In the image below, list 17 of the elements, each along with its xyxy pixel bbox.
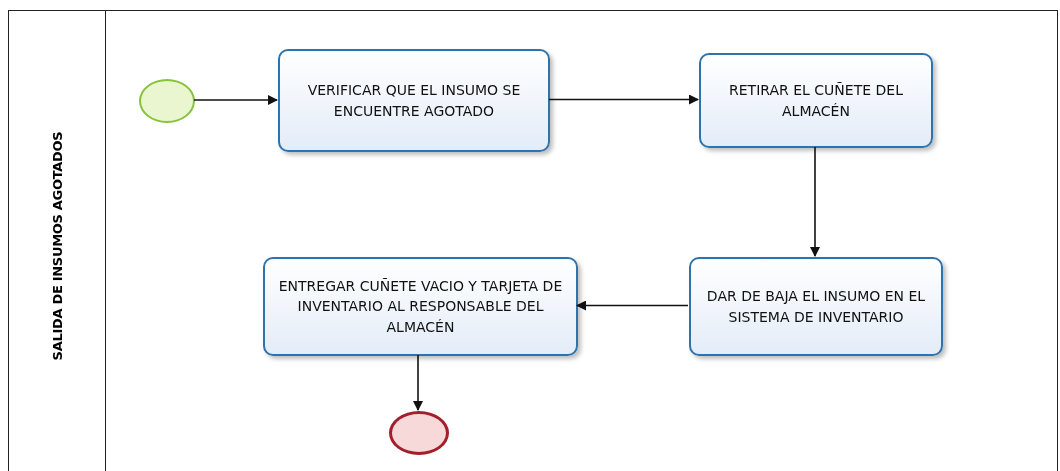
arrow [576, 300, 689, 311]
task-box [699, 53, 933, 148]
start-event-circle [139, 79, 195, 123]
arrow [193, 95, 278, 105]
arrow [548, 94, 699, 105]
task-box [689, 257, 943, 356]
task-label: ENTREGAR CUÑETE VACIO Y TARJETA DE INVENTARIO AL RESPONSABLE DEL ALMACÉN [277, 277, 564, 337]
task-box [263, 257, 578, 356]
task-label: RETIRAR EL CUÑETE DEL ALMACÉN [728, 81, 904, 121]
lane-label: SALIDA DE INSUMOS AGOTADOS [49, 131, 65, 361]
swimlane-box [8, 10, 1058, 471]
task-label: VERIFICAR QUE EL INSUMO SE ENCUENTRE AGOTADO [306, 81, 522, 121]
task-label: DAR DE BAJA EL INSUMO EN EL SISTEMA DE INVENTARIO [705, 287, 927, 327]
task-box [278, 49, 550, 152]
arrow [413, 354, 423, 411]
end-event-circle [389, 411, 449, 455]
arrow [810, 146, 820, 257]
